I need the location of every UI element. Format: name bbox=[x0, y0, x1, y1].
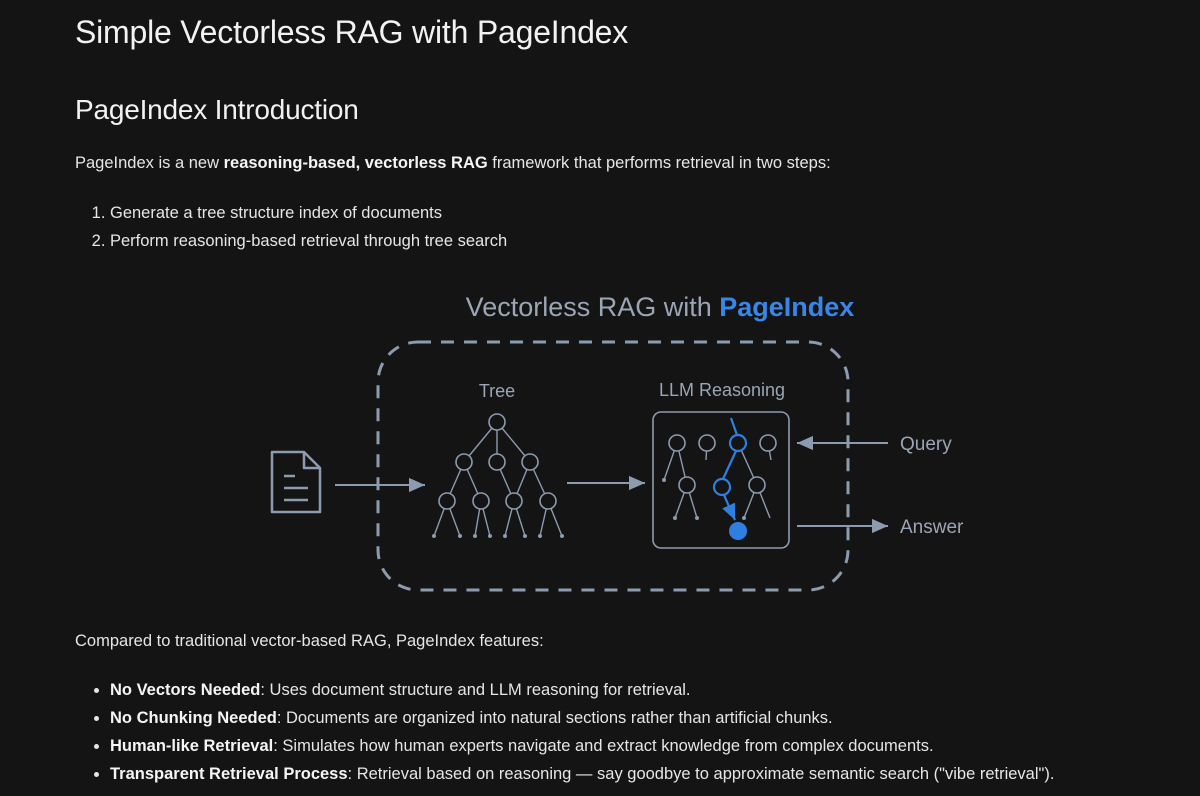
step-item: Perform reasoning-based retrieval throug… bbox=[110, 227, 507, 255]
feature-text: : Retrieval based on reasoning — say goo… bbox=[347, 765, 1055, 783]
feature-text: : Uses document structure and LLM reason… bbox=[260, 681, 691, 699]
features-list: No Vectors Needed: Uses document structu… bbox=[90, 676, 1054, 788]
feature-title: No Vectors Needed bbox=[110, 681, 261, 699]
diagram-title-prefix: Vectorless RAG with bbox=[466, 292, 720, 322]
feature-item: No Vectors Needed: Uses document structu… bbox=[110, 676, 1054, 704]
feature-text: : Simulates how human experts navigate a… bbox=[273, 737, 934, 755]
step-item: Generate a tree structure index of docum… bbox=[110, 199, 507, 227]
intro-prefix: PageIndex is a new bbox=[75, 154, 224, 172]
intro-suffix: framework that performs retrieval in two… bbox=[487, 154, 831, 172]
diagram-svg: Vectorless RAG with PageIndex Tree bbox=[270, 292, 964, 592]
reasoning-box bbox=[652, 411, 790, 549]
intro-paragraph: PageIndex is a new reasoning-based, vect… bbox=[75, 153, 831, 173]
reasoning-path bbox=[722, 417, 739, 521]
reasoning-path-nodes bbox=[712, 433, 748, 497]
reasoning-leaves bbox=[662, 478, 746, 520]
feature-title: No Chunking Needed bbox=[110, 709, 277, 727]
answer-node bbox=[729, 522, 747, 540]
reasoning-nodes bbox=[668, 434, 777, 494]
query-label: Query bbox=[900, 434, 952, 455]
feature-item: Transparent Retrieval Process: Retrieval… bbox=[110, 760, 1054, 788]
document-icon bbox=[270, 450, 322, 514]
intro-bold: reasoning-based, vectorless RAG bbox=[223, 154, 488, 172]
dashed-container bbox=[376, 340, 850, 592]
answer-label: Answer bbox=[900, 517, 964, 538]
llm-reasoning-label: LLM Reasoning bbox=[659, 380, 785, 400]
compare-paragraph: Compared to traditional vector-based RAG… bbox=[75, 632, 544, 650]
section-heading: PageIndex Introduction bbox=[75, 94, 359, 125]
feature-title: Transparent Retrieval Process bbox=[110, 765, 348, 783]
diagram-title-highlight: PageIndex bbox=[719, 292, 854, 322]
tree-nodes bbox=[438, 413, 557, 510]
tree-graph bbox=[433, 421, 563, 537]
feature-item: No Chunking Needed: Documents are organi… bbox=[110, 704, 1054, 732]
page-title: Simple Vectorless RAG with PageIndex bbox=[75, 14, 629, 50]
steps-list: Generate a tree structure index of docum… bbox=[90, 199, 507, 255]
feature-title: Human-like Retrieval bbox=[110, 737, 274, 755]
diagram-title: Vectorless RAG with PageIndex bbox=[466, 292, 855, 322]
feature-text: : Documents are organized into natural s… bbox=[276, 709, 833, 727]
tree-leaves bbox=[432, 534, 564, 538]
feature-item: Human-like Retrieval: Simulates how huma… bbox=[110, 732, 1054, 760]
vectorless-rag-diagram: Vectorless RAG with PageIndex Tree bbox=[260, 280, 980, 610]
tree-label: Tree bbox=[479, 381, 515, 401]
